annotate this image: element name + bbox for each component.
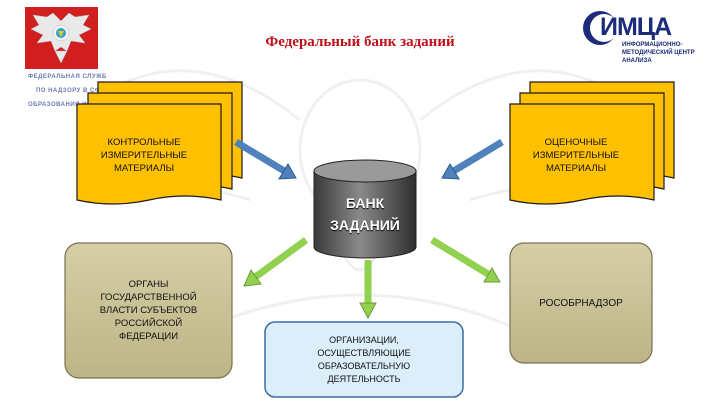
bank-label: БАНК ЗАДАНИЙ (314, 192, 416, 236)
bank-label-line-2: ЗАДАНИЙ (330, 217, 400, 233)
document-stack-kim (76, 81, 243, 205)
imca-line-1: ИНФОРМАЦИОННО- (622, 42, 683, 48)
om-label: ОЦЕНОЧНЫЕ ИЗМЕРИТЕЛЬНЫЕ МАТЕРИАЛЫ (512, 136, 640, 175)
organizations-line-3: ОБРАЗОВАТЕЛЬНУЮ (317, 360, 411, 371)
agency-name-line-2: ПО НАДЗОРУ В СФ (36, 88, 101, 94)
organizations-line-2: ОСУЩЕСТВЛЯЮЩИЕ (317, 347, 411, 358)
imca-logo-word: ИМЦА (600, 13, 672, 41)
organizations-line-4: ДЕЯТЕЛЬНОСТЬ (327, 373, 401, 384)
rosobrnadzor-logo (25, 7, 98, 69)
arrow-out-right (430, 237, 501, 283)
agency-name-line-3: ОБРАЗОВАНИЯ И (28, 102, 87, 108)
arrow-in-right (441, 138, 504, 180)
arrow-out-center (359, 260, 377, 320)
rosobrnadzor-line-1: РОСОБРНАДЗОР (539, 297, 623, 309)
arrow-in-left (234, 138, 297, 180)
imca-logo-mark (583, 11, 618, 45)
organizations-label: ОРГАНИЗАЦИИ, ОСУЩЕСТВЛЯЮЩИЕ ОБРАЗОВАТЕЛЬ… (265, 322, 463, 397)
imca-line-3: АНАЛИЗА (622, 58, 652, 64)
box-rosobrnadzor (509, 242, 653, 364)
regions-line-2: ГОСУДАРСТВЕННОЙ (100, 292, 197, 303)
om-line-2: ИЗМЕРИТЕЛЬНЫЕ (532, 150, 620, 161)
kim-line-2: ИЗМЕРИТЕЛЬНЫЕ (100, 150, 188, 161)
regions-line-4: РОССИЙСКОЙ (114, 318, 183, 329)
document-stack-om (509, 81, 675, 205)
arrow-out-left (243, 237, 309, 287)
bank-cylinder (313, 159, 417, 259)
regions-line-3: ВЛАСТИ СУБЪЕКТОВ (99, 305, 198, 316)
kim-label: КОНТРОЛЬНЫЕ ИЗМЕРИТЕЛЬНЫЕ МАТЕРИАЛЫ (80, 136, 208, 175)
box-regions (64, 242, 233, 379)
regions-line-5: ФЕДЕРАЦИИ (118, 331, 179, 342)
rosobrnadzor-label: РОСОБРНАДЗОР (510, 243, 652, 363)
bank-label-line-1: БАНК (345, 195, 385, 211)
organizations-line-1: ОРГАНИЗАЦИИ, (329, 334, 399, 345)
om-line-3: МАТЕРИАЛЫ (545, 163, 606, 174)
regions-line-1: ОРГАНЫ (128, 279, 169, 290)
box-organizations (264, 321, 464, 398)
kim-line-1: КОНТРОЛЬНЫЕ (107, 137, 181, 148)
page-title: Федеральный банк заданий (265, 34, 455, 50)
regions-label: ОРГАНЫ ГОСУДАРСТВЕННОЙ ВЛАСТИ СУБЪЕКТОВ … (65, 243, 232, 378)
kim-line-3: МАТЕРИАЛЫ (113, 163, 174, 174)
agency-name-line-1: ФЕДЕРАЛЬНАЯ СЛУЖБ (28, 74, 107, 80)
om-line-1: ОЦЕНОЧНЫЕ (544, 137, 608, 148)
imca-line-2: МЕТОДИЧЕСКИЙ ЦЕНТР (622, 50, 695, 56)
